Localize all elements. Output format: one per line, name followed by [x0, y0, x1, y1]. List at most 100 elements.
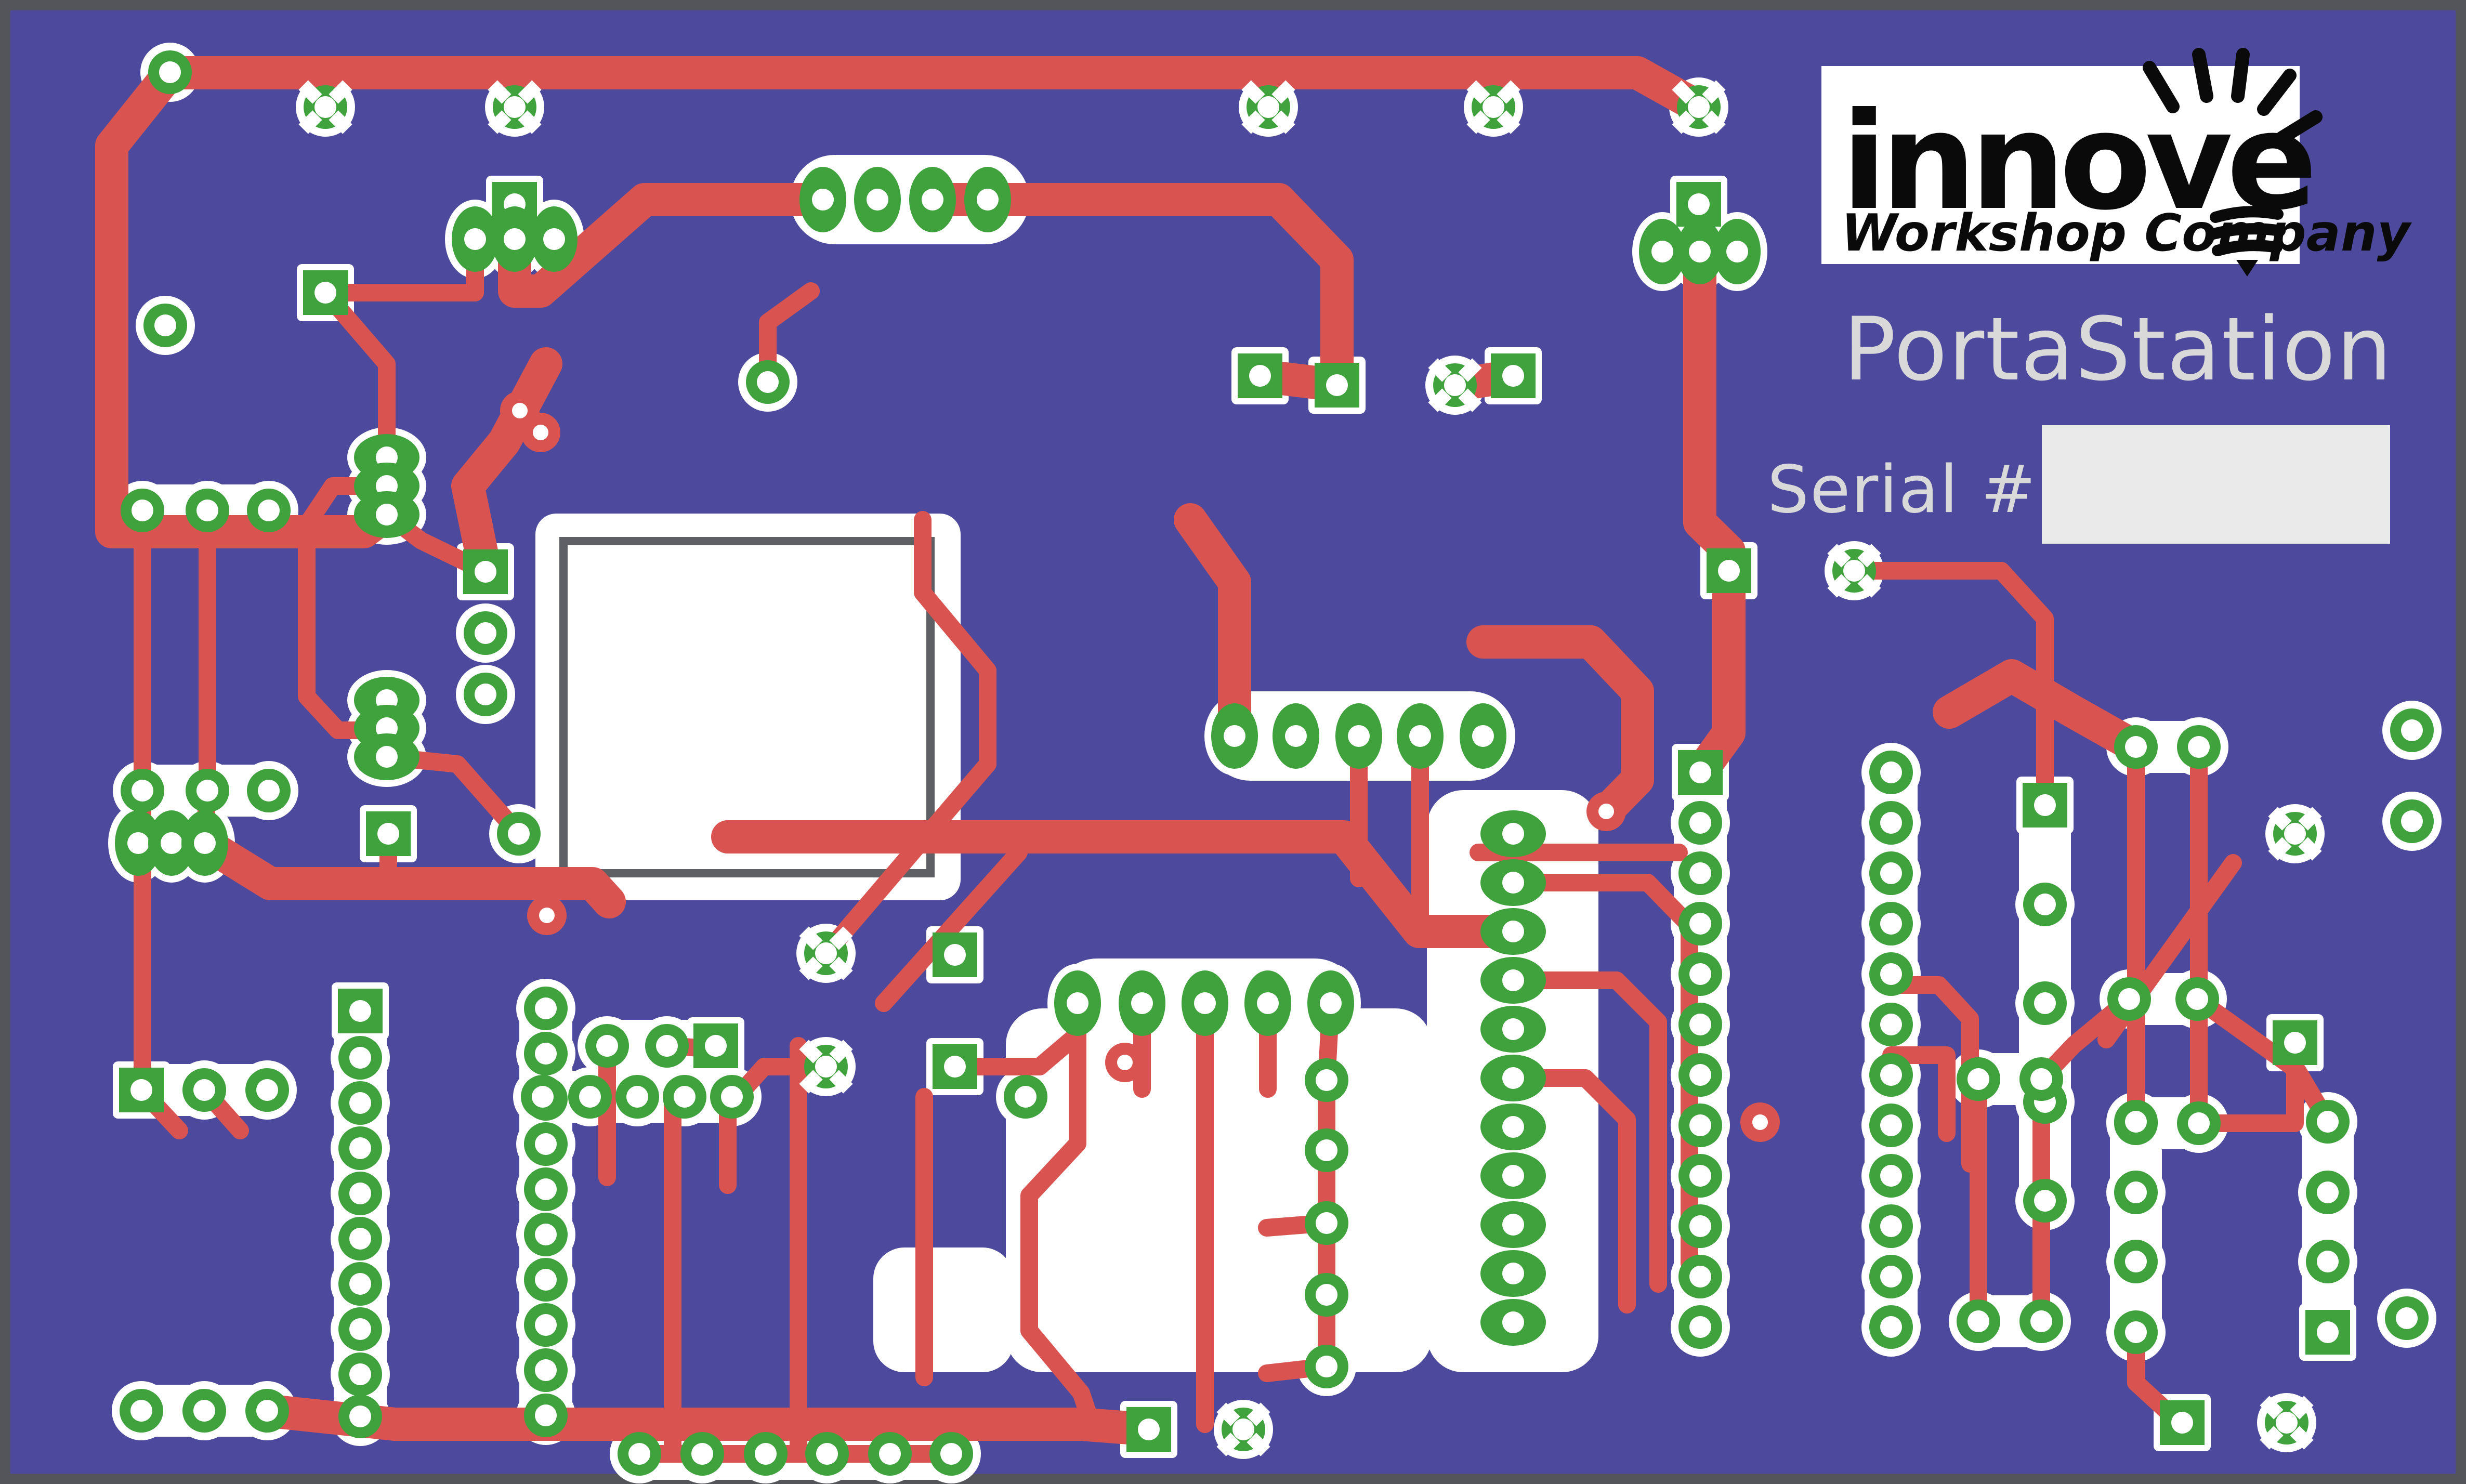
copper-trace: [298, 477, 396, 739]
thermal-spoke: [2298, 807, 2322, 831]
pad-hole: [1880, 1114, 1902, 1136]
copper-trace: [875, 844, 1028, 1012]
thermal-spoke: [488, 110, 511, 134]
pad-hole: [2401, 810, 2423, 832]
pad-hole: [376, 504, 398, 526]
pad-hole: [376, 475, 398, 497]
pad-hole: [816, 1443, 838, 1465]
thermal-spoke: [1216, 1402, 1240, 1426]
thermal-spoke: [799, 1070, 823, 1094]
pad-hole: [2317, 1181, 2339, 1203]
pad-hole: [2401, 719, 2423, 741]
pad-hole: [2034, 1190, 2056, 1212]
pad-hole: [130, 1079, 152, 1101]
pad-hole: [1880, 1266, 1902, 1288]
pad-hole: [1316, 1212, 1337, 1234]
pad-hole: [1502, 872, 1524, 894]
pad-hole: [532, 1086, 554, 1108]
thermal-spoke: [2260, 1426, 2284, 1450]
pad-hole: [1689, 913, 1711, 935]
pad-hole: [1502, 1165, 1524, 1187]
lightbulb-coil-icon: [2208, 206, 2286, 277]
pad-hole: [705, 1035, 727, 1057]
pad-hole: [1689, 241, 1711, 262]
thermal-spoke: [2290, 1396, 2314, 1420]
pad-hole: [194, 832, 216, 854]
pad-hole: [2284, 823, 2306, 845]
pad-hole: [1689, 1215, 1711, 1237]
copper-trace: [1174, 503, 1251, 753]
pad-hole: [1689, 1316, 1711, 1338]
pad-hole: [535, 1269, 557, 1291]
pad-hole: [1067, 992, 1088, 1014]
trace-layer: [95, 56, 2337, 1463]
pad-hole: [1880, 963, 1902, 985]
pad-hole: [1718, 560, 1740, 582]
pad-hole: [1326, 374, 1348, 396]
pad-hole: [193, 1400, 215, 1422]
thermal-spoke: [829, 1070, 853, 1094]
pad-hole: [464, 228, 486, 250]
thermal-spoke: [2290, 1426, 2314, 1450]
pad-hole: [721, 1086, 743, 1108]
pad-hole: [1502, 365, 1524, 387]
pad-hole: [2186, 988, 2208, 1010]
pad-hole: [1880, 761, 1902, 783]
pad-hole: [1502, 1311, 1524, 1333]
copper-trace: [1933, 659, 2153, 764]
copper-trace: [916, 183, 1354, 402]
thermal-spoke: [1702, 110, 1726, 134]
pad-hole: [579, 1086, 601, 1108]
thermal-spoke: [829, 956, 853, 980]
pad-hole: [922, 189, 943, 211]
thermal-spoke: [1428, 388, 1452, 412]
pad-hole: [2125, 1181, 2147, 1203]
pad-hole: [376, 746, 398, 768]
pad-hole: [1688, 96, 1710, 118]
pad-hole: [1502, 1067, 1524, 1089]
pad-hole: [504, 96, 526, 118]
pad-hole: [535, 997, 557, 1019]
pad-hole: [2030, 1068, 2052, 1090]
pad-hole: [377, 823, 399, 845]
pad-hole: [626, 1086, 648, 1108]
pad-hole: [1689, 1064, 1711, 1086]
pad-hole: [535, 1404, 557, 1426]
thermal-spoke: [1271, 80, 1295, 104]
pad-hole: [1257, 992, 1279, 1014]
pad-hole: [159, 61, 181, 83]
thermal-spoke: [518, 110, 542, 134]
pad-hole: [1502, 1214, 1524, 1236]
pad-hole: [1502, 823, 1524, 845]
pad-hole: [1257, 96, 1279, 118]
pad-hole: [1880, 1215, 1902, 1237]
copper-trace: [1504, 971, 1667, 1293]
copper-trace: [188, 826, 626, 918]
pad-hole: [349, 1406, 371, 1427]
copper-trace: [817, 511, 996, 962]
pad-hole: [349, 1273, 371, 1295]
pad-hole: [1502, 921, 1524, 942]
pad-hole: [2034, 894, 2056, 915]
pad-hole: [2034, 794, 2056, 816]
thermal-spoke: [829, 1040, 853, 1063]
copper-pour: [2302, 1096, 2354, 1358]
thermal-spoke: [298, 110, 322, 134]
via-hole: [1752, 1114, 1768, 1130]
pad-hole: [376, 717, 398, 739]
copper-trace: [1504, 874, 1698, 1272]
pad-hole: [349, 1092, 371, 1114]
pad-hole: [757, 371, 779, 393]
pad-hole: [1131, 992, 1153, 1014]
pad-hole: [867, 189, 888, 211]
pad-hole: [535, 1314, 557, 1336]
pad-hole: [1967, 1310, 1989, 1332]
pad-hole: [1483, 96, 1504, 118]
pad-hole: [944, 1056, 966, 1078]
thermal-spoke: [829, 926, 853, 950]
pad-hole: [1502, 1018, 1524, 1040]
pad-hole: [1502, 1116, 1524, 1138]
pad-hole: [628, 1443, 650, 1465]
thermal-spoke: [1241, 110, 1265, 134]
